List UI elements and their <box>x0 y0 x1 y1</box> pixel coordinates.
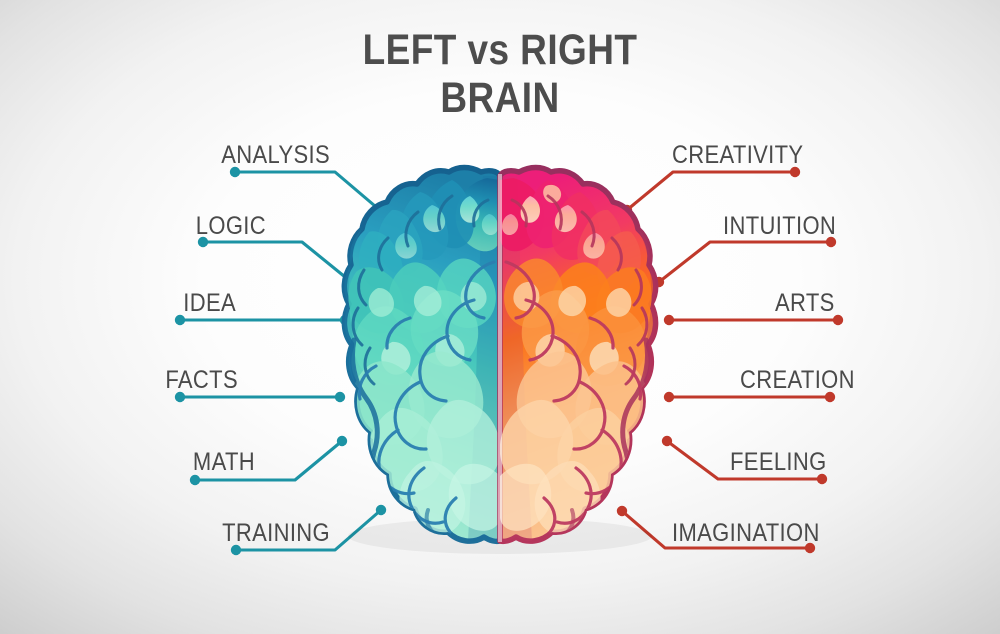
leader-line-analysis <box>233 170 384 214</box>
leader-line-creativity <box>625 170 797 212</box>
leader-dot-imagination-2 <box>804 542 816 554</box>
leader-line-feeling <box>665 439 824 481</box>
label-idea[interactable]: IDEA <box>183 289 236 317</box>
page-title: LEFT vs RIGHT BRAIN <box>362 26 638 122</box>
leader-line-training <box>234 508 383 552</box>
leader-dot-creation-1 <box>663 391 675 403</box>
leader-dot-intuition-2 <box>825 236 837 248</box>
label-feeling[interactable]: FEELING <box>730 448 827 476</box>
leader-dot-facts-2 <box>334 391 346 403</box>
leader-dot-training-2 <box>375 504 387 516</box>
label-creation[interactable]: CREATION <box>740 366 855 394</box>
leader-dot-logic-1 <box>197 236 209 248</box>
label-training[interactable]: TRAINING <box>222 519 330 547</box>
left-leader-group <box>174 166 388 556</box>
label-logic[interactable]: LOGIC <box>195 212 266 240</box>
label-math[interactable]: MATH <box>192 448 255 476</box>
label-intuition[interactable]: INTUITION <box>723 212 837 240</box>
leader-dot-imagination-1 <box>616 505 628 517</box>
label-imagination[interactable]: IMAGINATION <box>672 519 820 547</box>
leader-line-math <box>193 439 344 482</box>
leader-dot-math-1 <box>189 474 201 486</box>
leader-dot-math-2 <box>336 435 348 447</box>
leader-dot-analysis-1 <box>229 166 241 178</box>
right-leader-group <box>616 166 844 554</box>
leader-dot-arts-1 <box>663 314 675 326</box>
leader-dot-arts-2 <box>832 314 844 326</box>
leader-line-imagination <box>620 509 812 550</box>
leader-dot-training-1 <box>230 544 242 556</box>
label-creativity[interactable]: CREATIVITY <box>672 141 804 169</box>
label-arts[interactable]: ARTS <box>775 289 835 317</box>
label-facts[interactable]: FACTS <box>165 366 238 394</box>
leader-dot-facts-1 <box>174 391 186 403</box>
left-hemisphere <box>341 164 503 545</box>
leader-dot-creativity-2 <box>789 166 801 178</box>
label-analysis[interactable]: ANALYSIS <box>221 141 330 169</box>
leader-dot-creation-2 <box>824 391 836 403</box>
leader-dot-feeling-1 <box>661 435 673 447</box>
leader-line-logic <box>201 240 352 283</box>
leader-dot-idea-1 <box>174 314 186 326</box>
leader-line-intuition <box>657 240 833 284</box>
leader-dot-feeling-2 <box>816 473 828 485</box>
